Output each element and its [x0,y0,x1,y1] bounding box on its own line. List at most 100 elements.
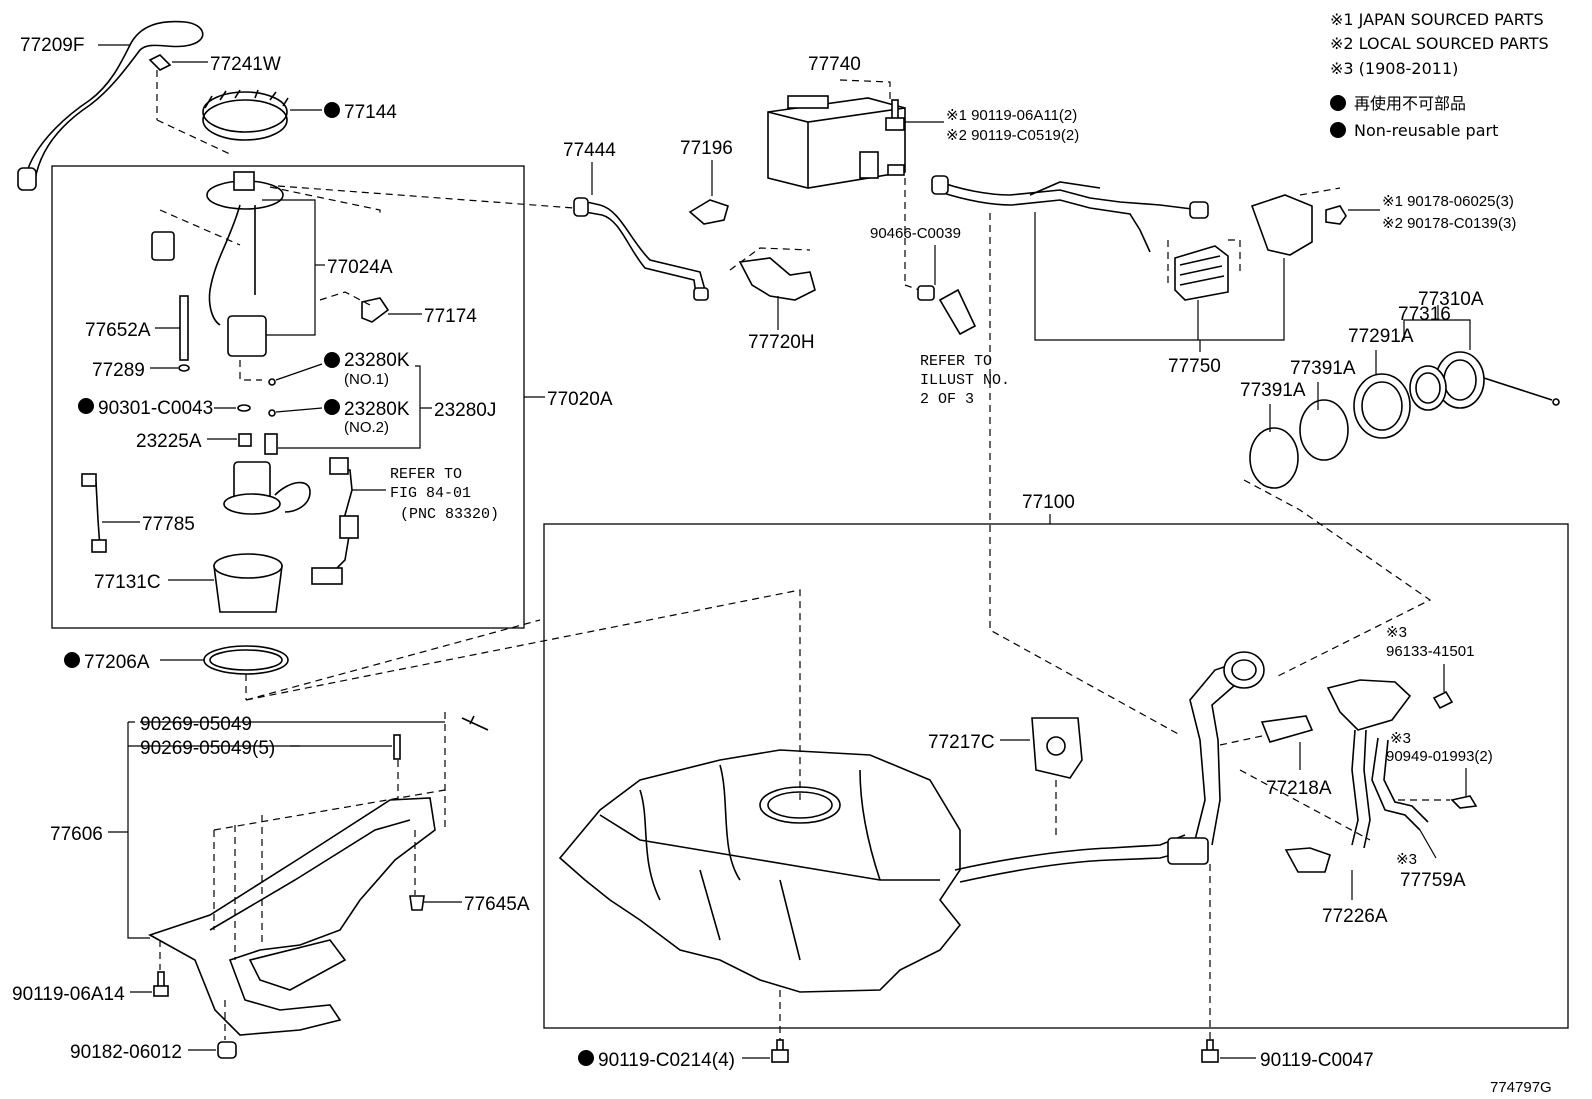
vent-hose-77759A[interactable] [1371,737,1421,831]
label-90301-C0043[interactable]: 90301-C0043 [98,398,213,419]
label-23280J[interactable]: 23280J [434,400,496,421]
label-90269-05049-5[interactable]: 90269-05049(5) [140,738,275,759]
label-77241W[interactable]: 77241W [210,54,281,75]
label-77291A[interactable]: 77291A [1348,326,1414,347]
label-77218A[interactable]: 77218A [1266,778,1332,799]
label-77444[interactable]: 77444 [563,140,616,161]
rod-77652A[interactable] [179,295,189,361]
seal-77391A-b[interactable] [1249,427,1299,489]
label-77759A[interactable]: 77759A [1400,870,1466,891]
label-77750[interactable]: 77750 [1168,356,1221,377]
fuel-tank-77100[interactable] [558,749,962,993]
label-77391A-b[interactable]: 77391A [1240,380,1306,401]
seal-77391A-a[interactable] [1299,399,1349,461]
label-77310A[interactable]: 77310A [1418,289,1484,310]
nonreusable-bullet-icon [324,352,340,368]
label-77217C[interactable]: 77217C [928,732,995,753]
retainer-ring-77144[interactable] [202,91,288,133]
label-77289[interactable]: 77289 [92,360,145,381]
fuel-tank-assembly-box-77100 [543,523,1569,1029]
bolt-90119-06A11[interactable] [891,99,899,121]
label-77606[interactable]: 77606 [50,824,103,845]
label-90182-06012[interactable]: 90182-06012 [70,1042,182,1063]
label-77316[interactable]: 77316 [1398,304,1451,325]
canister-section: 77740 ※1 90119-06A11(2) ※2 90119-C0519(2… [277,54,1079,408]
breather-hose-77226A[interactable] [1351,729,1359,846]
nut-90178[interactable] [1325,205,1347,225]
refer-illust-line1: REFER TO [920,353,992,370]
label-90466-C0039[interactable]: 90466-C0039 [870,225,961,242]
label-23225A[interactable]: 23225A [136,431,202,452]
sender-cap-icon [151,231,175,261]
label-77645A[interactable]: 77645A [464,894,530,915]
label-77209F[interactable]: 77209F [20,35,84,56]
fuel-filter-icon [227,315,267,357]
clamp-90466-C0039[interactable] [917,285,935,301]
clip-96133-41501[interactable] [1432,690,1454,710]
protector-77217C[interactable] [1031,717,1083,779]
label-23280K-no2[interactable]: 23280K [344,399,410,420]
inlet-bracket-icon [1326,679,1412,731]
clip-77645A[interactable] [409,895,425,911]
vapor-pipe-77750[interactable] [934,179,1201,211]
bracket-77174[interactable] [361,297,390,323]
label-90119-C0214[interactable]: 90119-C0214(4) [598,1050,735,1071]
mark3-90949: ※3 [1390,730,1411,747]
fuel-hose-77209F[interactable] [24,20,204,181]
label-77206A[interactable]: 77206A [84,652,150,673]
nut-90182-06012[interactable] [217,1041,237,1059]
label-90119-C0519[interactable]: ※2 90119-C0519(2) [946,127,1079,144]
clip-77241W[interactable] [148,54,172,71]
refer-illust-line3: 2 OF 3 [920,391,974,408]
label-90119-06A14[interactable]: 90119-06A14 [12,984,125,1005]
label-77174[interactable]: 77174 [424,306,477,327]
o-ring-23280K-no2[interactable] [268,409,276,417]
label-90269-05049[interactable]: 90269-05049 [140,714,252,735]
label-77100[interactable]: 77100 [1022,492,1075,513]
clamp-77218A[interactable] [1260,715,1314,743]
label-96133-41501[interactable]: 96133-41501 [1386,643,1474,660]
wire-77785[interactable] [87,479,101,549]
label-77720H[interactable]: 77720H [748,332,815,353]
hose-77720H[interactable] [738,257,816,301]
filler-pipe[interactable] [1189,664,1231,841]
o-ring-77289[interactable] [178,364,190,372]
label-90178-06025[interactable]: ※1 90178-06025(3) [1382,193,1514,210]
vapor-pipe-section: 77750 ※1 90178-06025(3) ※2 90178-C0139(3… [931,175,1560,736]
bolt-90269-a[interactable] [461,715,489,731]
label-no1: (NO.1) [344,371,389,388]
label-77226A[interactable]: 77226A [1322,906,1388,927]
label-90949-01993[interactable]: 90949-01993(2) [1386,748,1493,765]
label-77131C[interactable]: 77131C [94,572,161,593]
label-77024A[interactable]: 77024A [327,257,393,278]
label-77196[interactable]: 77196 [680,138,733,159]
label-77391A-a[interactable]: 77391A [1290,358,1356,379]
vapor-hose-77444[interactable] [577,199,706,291]
tank-protector-section: 90269-05049 90269-05049(5) 77606 77645A … [12,712,530,1063]
o-ring-23280K-no1[interactable] [268,378,276,386]
label-77740[interactable]: 77740 [808,54,861,75]
wire-harness-83320[interactable] [329,469,353,576]
nonreusable-bullet-icon [78,398,94,414]
label-90119-06A11[interactable]: ※1 90119-06A11(2) [946,107,1077,124]
legend-date-range: ※3 (1908-2011) [1330,59,1458,78]
legend-local-sourced: ※2 LOCAL SOURCED PARTS [1330,34,1549,53]
protector-77606[interactable] [148,797,436,1036]
clip-90949-01993[interactable] [1450,795,1478,809]
bracket-icon [1250,194,1313,256]
label-77020A[interactable]: 77020A [547,389,613,410]
diagram-reference-id: 774797G [1490,1079,1552,1096]
label-90119-C0047[interactable]: 90119-C0047 [1260,1050,1374,1071]
bolt-90269-b[interactable] [393,734,401,760]
clip-77196[interactable] [688,199,729,225]
mark3-96133: ※3 [1386,624,1407,641]
label-77785[interactable]: 77785 [142,514,195,535]
label-90178-C0139[interactable]: ※2 90178-C0139(3) [1382,215,1516,232]
gasket-90301[interactable] [237,404,251,412]
label-77144[interactable]: 77144 [344,102,397,123]
valve-box-icon [1174,245,1229,301]
filter-23225A[interactable] [238,433,252,447]
refer-illust-line2: ILLUST NO. [920,372,1010,389]
label-23280K-no1[interactable]: 23280K [344,350,410,371]
label-77652A[interactable]: 77652A [85,320,151,341]
